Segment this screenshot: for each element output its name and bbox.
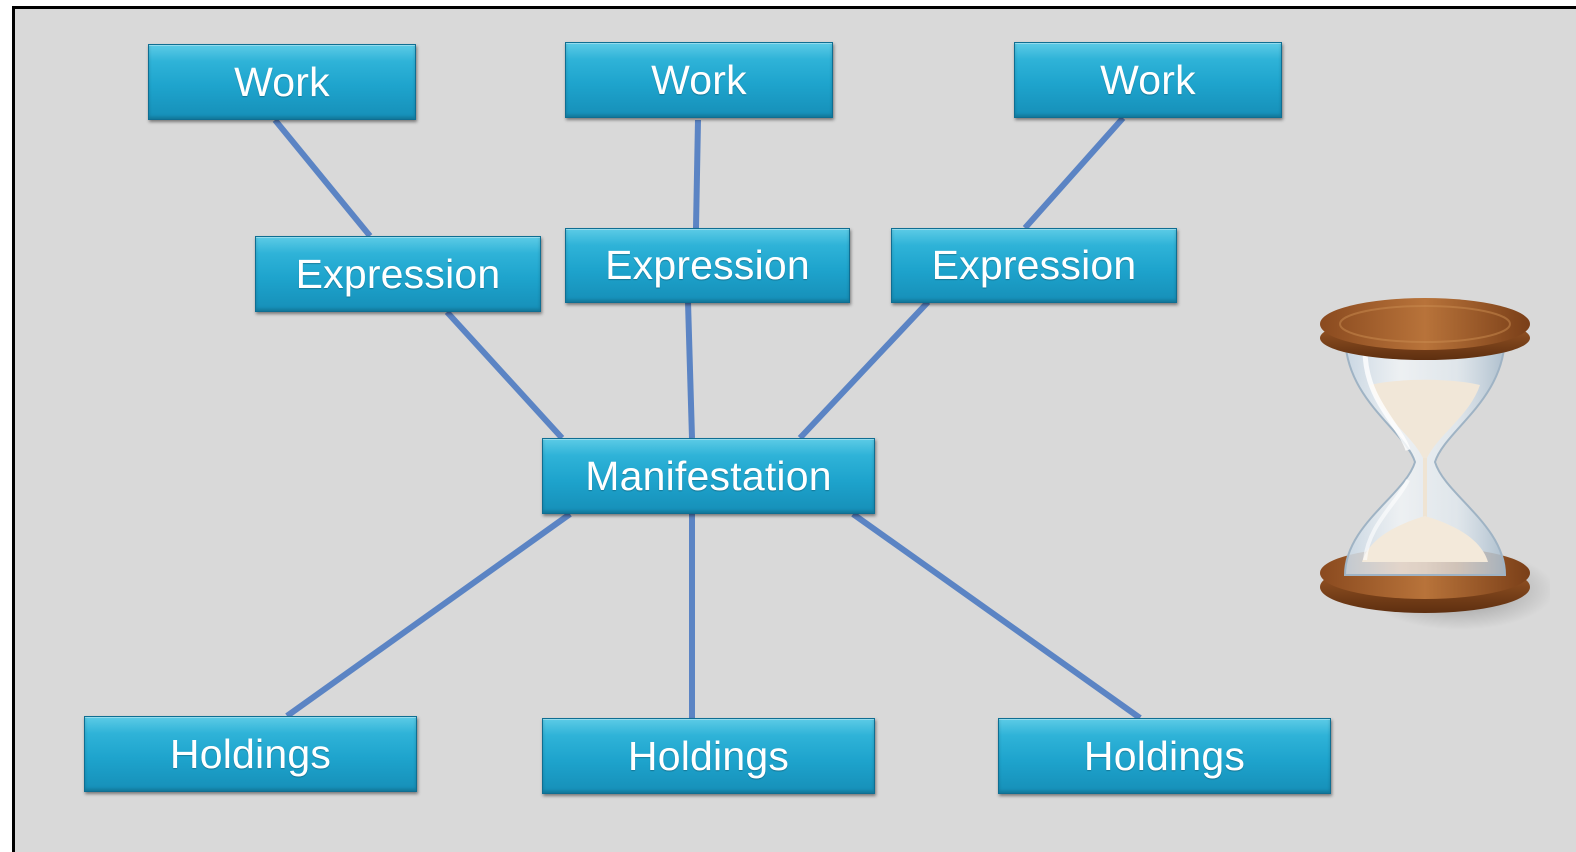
holdings-box-1: Holdings [84,716,417,792]
connector-work-1-expression-1 [272,118,373,238]
connector-work-3-expression-3 [1022,116,1126,230]
work-box-2: Work [565,42,833,118]
expression-box-1: Expression [255,236,541,312]
connector-work-2-expression-2 [693,119,701,229]
hourglass-icon [1320,298,1550,630]
connector-manifestation-holdings-1 [285,511,572,719]
work-box-3: Work [1014,42,1282,118]
work-box-1: Work [148,44,416,120]
holdings-box-3: Holdings [998,718,1331,794]
diagram-canvas [12,6,1576,852]
connector-expression-3-manifestation [797,299,931,441]
connector-expression-2-manifestation [685,301,695,439]
manifestation-box: Manifestation [542,438,875,514]
connector-manifestation-holdings-3 [851,511,1142,721]
expression-box-2: Expression [565,228,850,303]
expression-box-3: Expression [891,228,1177,303]
holdings-box-2: Holdings [542,718,875,794]
connector-expression-1-manifestation [444,309,565,441]
